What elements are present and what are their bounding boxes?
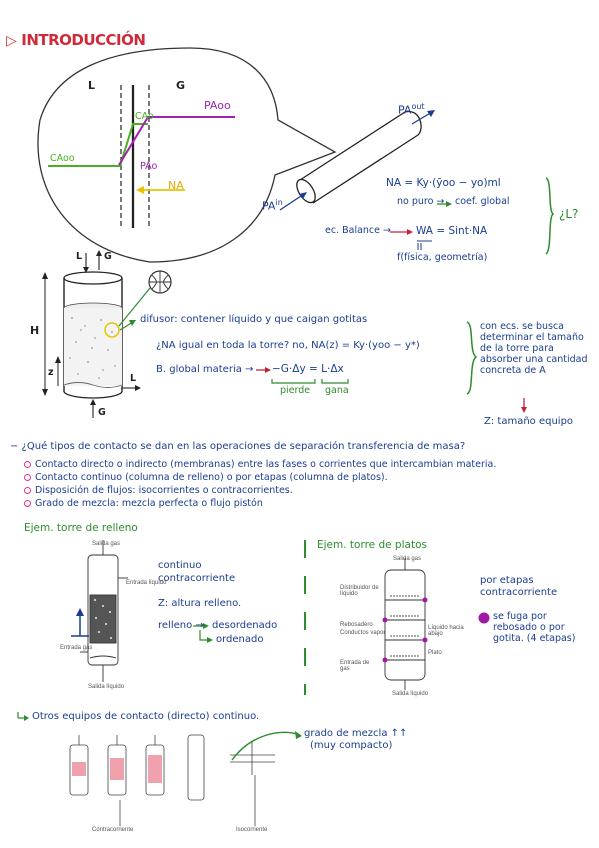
note-text: con ecs. se busca determinar el tamaño d… bbox=[480, 321, 588, 376]
relleno-title: Ejem. torre de relleno bbox=[24, 522, 138, 534]
relleno-desordenado: desordenado bbox=[212, 620, 278, 631]
pa-out-label: PAout bbox=[398, 102, 425, 117]
platos-title: Ejem. torre de platos bbox=[317, 539, 427, 551]
platos-contracorriente: contracorriente bbox=[480, 587, 558, 598]
relleno-label: relleno → bbox=[158, 620, 204, 631]
fig-label: Salida gas bbox=[393, 556, 422, 562]
question-l: ¿L? bbox=[559, 207, 579, 221]
balance-global-eq: −G·Δy = L·Δx bbox=[272, 363, 344, 375]
tower-g-top: G bbox=[104, 251, 112, 262]
tower-l-top: L bbox=[76, 251, 83, 262]
fig-label: Conductos vapor bbox=[340, 630, 386, 636]
page-title: INTRODUCCIÓN bbox=[21, 31, 146, 49]
cao-left-label: CAoo bbox=[50, 153, 75, 164]
platos-note: se fuga por rebosado o por gotita. (4 et… bbox=[493, 611, 576, 644]
balance-equation: WA = Sint·NA bbox=[416, 225, 488, 237]
platos-etapas: por etapas bbox=[480, 575, 534, 586]
no-puro-label: no puro → bbox=[397, 196, 445, 207]
tower-l-bottom: L bbox=[130, 373, 137, 384]
pa-interface-label: PAo bbox=[140, 161, 158, 172]
bullet-icon bbox=[24, 474, 31, 481]
fig-label: Entrada gas bbox=[60, 645, 93, 651]
list-item: Disposición de flujos: isocorrientes o c… bbox=[24, 484, 496, 497]
pa-in-label: PAin bbox=[262, 198, 283, 213]
fig-label: Líquido hacia abajo bbox=[428, 625, 464, 637]
relleno-z: Z: altura relleno. bbox=[158, 598, 242, 609]
relleno-ordenado: ordenado bbox=[216, 634, 264, 645]
fig-label: Isocorriente bbox=[236, 827, 268, 833]
relleno-contracorriente: contracorriente bbox=[158, 573, 236, 584]
fig-label: Salida gas bbox=[92, 541, 121, 547]
bullet-icon bbox=[24, 487, 31, 494]
fig-label: Salida líquido bbox=[88, 684, 125, 690]
na-equation: NA = Ky·(ȳoo − yo)ml bbox=[386, 177, 501, 189]
balance-global-label: B. global materia → bbox=[156, 364, 254, 375]
bullet-icon bbox=[24, 500, 31, 507]
cao-interface-label: CAo bbox=[135, 111, 154, 122]
tower-h: H bbox=[30, 324, 40, 337]
na-label: NA bbox=[168, 179, 184, 192]
list-item: Contacto directo o indirecto (membranas)… bbox=[24, 458, 496, 471]
speech-bubble bbox=[37, 47, 337, 263]
contact-question: − ¿Qué tipos de contacto se dan en las o… bbox=[10, 441, 466, 452]
note-z: Z: tamaño equipo bbox=[484, 416, 574, 427]
tower-z: z bbox=[48, 367, 54, 378]
difusor-text: difusor: contener líquido y que caigan g… bbox=[140, 314, 368, 325]
pierde-label: pierde bbox=[280, 385, 311, 396]
phase-g-label: G bbox=[176, 79, 186, 92]
absorption-tower bbox=[42, 250, 151, 418]
fig-label: Contracorriente bbox=[92, 827, 134, 833]
fig-label: Entrada líquido bbox=[126, 580, 167, 586]
coef-global-label: coef. global bbox=[455, 196, 510, 207]
na-question: ¿NA igual en toda la torre? no, NA(z) = … bbox=[156, 340, 420, 351]
fig-label: Distribuidor de líquido bbox=[340, 585, 379, 597]
fig-label: Salida líquido bbox=[392, 691, 429, 697]
list-item: Contacto continuo (columna de relleno) o… bbox=[24, 471, 496, 484]
gana-label: gana bbox=[325, 385, 349, 396]
f-line: f(física, geometría) bbox=[397, 252, 488, 263]
pipe-drawing bbox=[279, 110, 435, 211]
plate-tower-figure bbox=[384, 558, 426, 690]
balance-label: ec. Balance → bbox=[325, 225, 391, 236]
bullet-list: Contacto directo o indirecto (membranas)… bbox=[24, 458, 496, 510]
tower-g-bottom: G bbox=[98, 407, 106, 418]
play-icon: ▷ bbox=[6, 32, 17, 48]
phase-l-label: L bbox=[88, 79, 96, 92]
otros-title: Otros equipos de contacto (directo) cont… bbox=[32, 711, 260, 722]
muy-compacto: (muy compacto) bbox=[310, 740, 393, 751]
fig-label: Plato bbox=[428, 650, 442, 656]
list-item: Grado de mezcla: mezcla perfecta o flujo… bbox=[24, 497, 496, 510]
relleno-continuo: continuo bbox=[158, 560, 202, 571]
other-equipment-figure bbox=[69, 734, 275, 801]
pa-right-label: PAoo bbox=[204, 99, 231, 112]
fig-label: Rebosadero bbox=[340, 622, 373, 628]
packed-tower-figure bbox=[80, 540, 128, 682]
bullet-icon bbox=[24, 461, 31, 468]
header: ▷ INTRODUCCIÓN bbox=[6, 31, 146, 50]
fig-label: Entrada de gas bbox=[340, 660, 370, 672]
grado-mezcla: grado de mezcla ↑↑ bbox=[304, 728, 408, 739]
